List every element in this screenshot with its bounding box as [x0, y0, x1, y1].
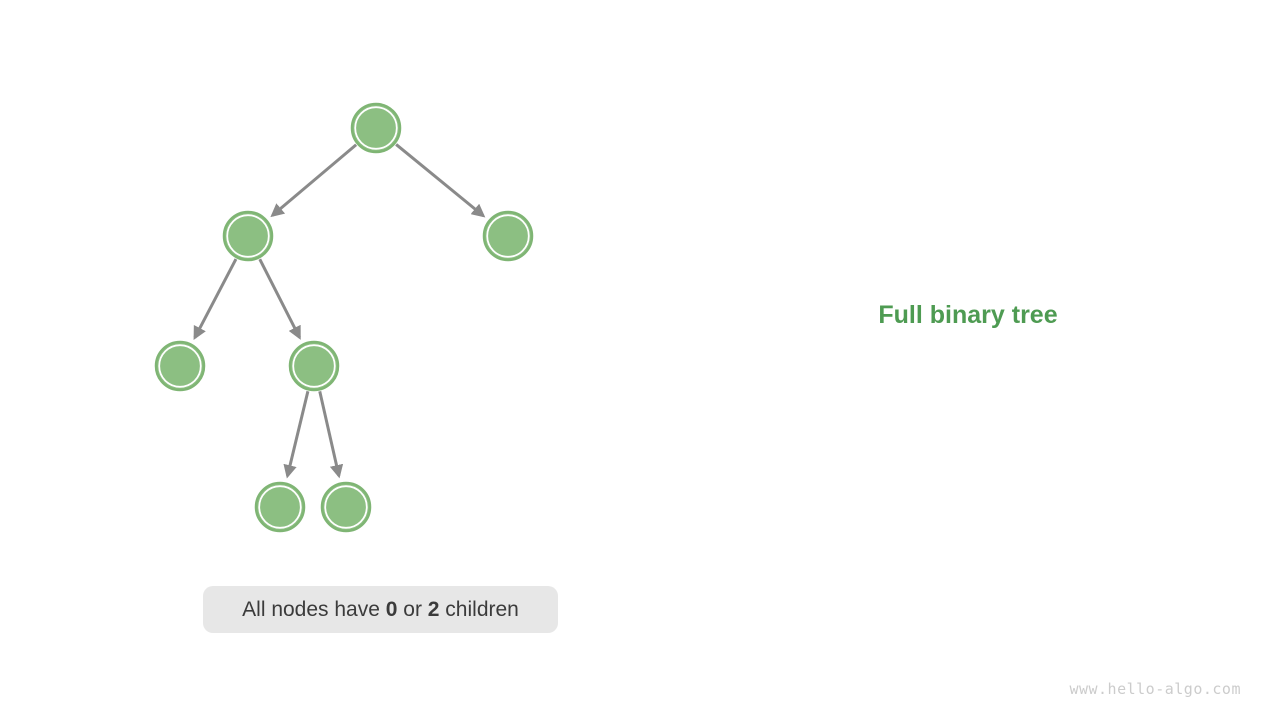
caption-bold-zero: 0	[385, 597, 398, 621]
tree-node-circle	[254, 481, 306, 533]
tree-node-circle	[320, 481, 372, 533]
tree-edge	[258, 258, 301, 340]
diagram-title: Full binary tree	[878, 301, 1058, 329]
caption-box: All nodes have 0 or 2 children	[203, 586, 558, 633]
tree-node-inner-ring	[354, 106, 398, 150]
tree-node	[154, 340, 206, 392]
tree-node-circle	[350, 102, 402, 154]
tree-node-inner-ring	[486, 214, 530, 258]
tree-node-circle	[154, 340, 206, 392]
tree-edge	[318, 391, 344, 479]
tree-node-inner-ring	[158, 344, 202, 388]
caption-text-part3: children	[439, 597, 519, 621]
watermark-url: www.hello-algo.com	[1069, 680, 1241, 698]
tree-edge	[270, 143, 358, 218]
tree-node	[222, 210, 274, 262]
tree-edge	[193, 258, 238, 341]
caption-text-part2: or	[397, 597, 428, 621]
tree-node	[320, 481, 372, 533]
tree-node	[350, 102, 402, 154]
tree-node	[482, 210, 534, 262]
tree-node	[288, 340, 340, 392]
tree-node-inner-ring	[324, 485, 368, 529]
tree-node-inner-ring	[292, 344, 336, 388]
tree-edge	[395, 143, 486, 218]
tree-node-circle	[482, 210, 534, 262]
tree-node-inner-ring	[258, 485, 302, 529]
tree-node	[254, 481, 306, 533]
tree-node-circle	[288, 340, 340, 392]
caption-text-part1: All nodes have	[242, 597, 386, 621]
caption-bold-two: 2	[427, 597, 440, 621]
tree-node-circle	[222, 210, 274, 262]
tree-node-inner-ring	[226, 214, 270, 258]
tree-edge	[283, 390, 310, 479]
